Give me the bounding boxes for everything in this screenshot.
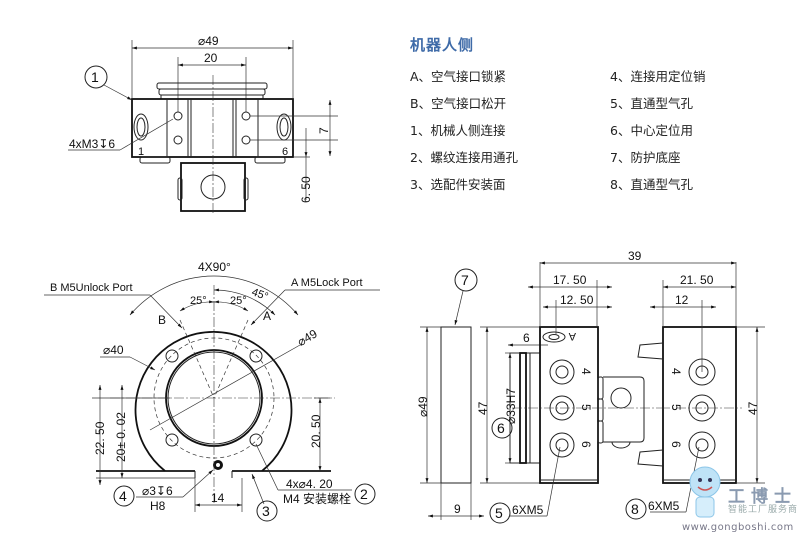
- legend-title: 机器人侧: [410, 36, 475, 54]
- svg-text:7: 7: [461, 272, 469, 288]
- thread-5: 6XM5: [512, 503, 544, 517]
- svg-text:3: 3: [262, 503, 270, 519]
- dim-7: 7: [317, 127, 331, 134]
- protective-base: [440, 326, 472, 484]
- mark-a: A: [263, 309, 271, 323]
- plan-view: 4X90° B M5Unlock Port A M5Lock Port B A …: [44, 260, 380, 522]
- legend-item-6: 6、中心定位用: [610, 123, 693, 138]
- legend-item-4: 4、连接用定位销: [610, 69, 706, 84]
- mascot-icon: [689, 466, 721, 518]
- angle-25-right: 25°: [230, 295, 247, 307]
- svg-text:6: 6: [669, 441, 683, 448]
- pin-label: ⌀3↧6: [142, 484, 173, 498]
- dim-17-50: 17. 50: [553, 273, 587, 287]
- dim-d40: ⌀40: [103, 343, 124, 357]
- dim-39: 39: [628, 249, 642, 263]
- svg-text:8: 8: [631, 501, 639, 517]
- dim-d33: ⌀33H7: [504, 388, 518, 424]
- legend-item-5: 5、直通型气孔: [610, 96, 693, 111]
- dim-20-tol: 20± 0. 02: [114, 412, 128, 462]
- legend-item-7: 7、防护底座: [610, 150, 681, 165]
- dim-12-50: 12. 50: [560, 293, 594, 307]
- legend-panel: 机器人侧 A、空气接口锁紧 4、连接用定位销 B、空气接口松开 5、直通型气孔 …: [410, 34, 790, 194]
- angle-25-left: 25°: [190, 295, 207, 307]
- dim-47-end: 47: [746, 401, 760, 415]
- bubble-6: [491, 417, 513, 439]
- top-view: ⌀49 20 1 6: [68, 34, 338, 215]
- top-mark-6: 6: [282, 146, 288, 158]
- hole-label: 4x⌀4. 20: [286, 477, 333, 491]
- mark-b: B: [158, 313, 166, 327]
- legend-item-8: 8、直通型气孔: [610, 177, 693, 192]
- legend-item-3: 3、选配件安装面: [410, 177, 506, 192]
- watermark: 工博士 智能工厂服务商 www.gongboshi.com: [678, 460, 806, 542]
- svg-text:4: 4: [119, 488, 127, 504]
- dim-47-side: 47: [476, 401, 490, 415]
- bubble-4: [113, 485, 135, 507]
- watermark-sub: 智能工厂服务商: [728, 505, 799, 515]
- legend-item-b: B、空气接口松开: [410, 96, 507, 111]
- bolt-label: M4 安装螺栓: [283, 491, 351, 506]
- thread-label: 4xM3↧6: [69, 137, 115, 151]
- dim-12: 12: [675, 293, 689, 307]
- legend-item-1: 1、机械人侧连接: [410, 123, 506, 138]
- top-body: [131, 98, 294, 158]
- pin-fit: H8: [150, 499, 166, 513]
- dim-d49-side: ⌀49: [416, 396, 430, 417]
- dim-22-50: 22. 50: [93, 421, 107, 455]
- legend-item-2: 2、螺纹连接用通孔: [410, 150, 518, 165]
- svg-text:5: 5: [669, 404, 683, 411]
- bubble-5: [489, 502, 511, 524]
- dim-d49: ⌀49: [198, 34, 219, 48]
- svg-text:6: 6: [579, 441, 593, 448]
- bubble-8: [625, 498, 647, 520]
- svg-text:4: 4: [579, 368, 593, 375]
- watermark-url: www.gongboshi.com: [682, 522, 794, 533]
- svg-text:5: 5: [579, 404, 593, 411]
- legend-item-a: A、空气接口锁紧: [410, 69, 507, 84]
- dim-21-50: 21. 50: [680, 273, 714, 287]
- side-view: ⌀49 7 9 47 ⌀33H7 6 6 A 4 5 6: [416, 249, 737, 524]
- bubble-7: [454, 268, 478, 292]
- flange-outline: [134, 331, 293, 472]
- port-b-label: B M5Unlock Port: [50, 282, 133, 294]
- dim-14: 14: [211, 491, 225, 505]
- svg-text:4: 4: [669, 368, 683, 375]
- angle-45: 45°: [250, 286, 270, 303]
- bubble-1-text: 1: [91, 69, 99, 85]
- bubble-3: [256, 500, 278, 522]
- svg-text:5: 5: [495, 505, 503, 521]
- dim-6-50: 6. 50: [299, 176, 313, 203]
- dim-20-50: 20. 50: [309, 414, 323, 448]
- side-mark-a: A: [568, 330, 576, 342]
- svg-text:2: 2: [360, 486, 368, 502]
- bubble-1: [84, 65, 108, 89]
- dim-6: 6: [523, 331, 530, 345]
- dim-20: 20: [204, 51, 218, 65]
- bubble-2: [354, 483, 376, 505]
- angle-total: 4X90°: [198, 260, 231, 274]
- thread-8: 6XM5: [648, 499, 680, 513]
- watermark-brand: 工博士: [728, 487, 797, 507]
- svg-text:6: 6: [497, 420, 505, 436]
- top-mark-1: 1: [138, 146, 144, 158]
- dim-9: 9: [454, 502, 461, 516]
- port-a-label: A M5Lock Port: [291, 277, 363, 289]
